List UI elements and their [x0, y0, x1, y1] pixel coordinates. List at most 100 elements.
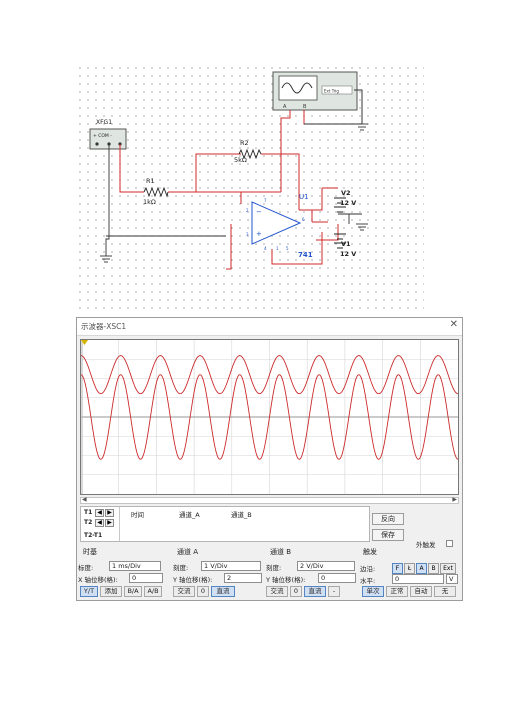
close-icon[interactable]: ✕	[449, 319, 458, 330]
channel-a-dc-button[interactable]: 直流	[211, 586, 235, 597]
pin-label-2: 2	[246, 208, 249, 213]
opamp-symbol[interactable]: − +	[251, 201, 302, 245]
r1-name: R1	[146, 177, 155, 185]
pin-label-7: 7	[264, 198, 267, 203]
channel-a-scale-label: 刻度:	[173, 564, 189, 572]
channel-a-ac-button[interactable]: 交流	[173, 586, 195, 597]
ext-trigger-checkbox[interactable]	[446, 540, 453, 547]
channel-b-scale-label: 刻度:	[266, 564, 282, 572]
trigger-title: 触发	[363, 548, 377, 556]
schematic-drawing: Ext Trig A B XFG1 + COM -	[89, 71, 368, 270]
trigger-level-label: 水平:	[360, 577, 376, 585]
channel-b-ypos-label: Y 轴位移(格):	[266, 576, 306, 584]
yt-mode-button[interactable]: Y/T	[80, 586, 98, 597]
trigger-level-unit[interactable]: V	[446, 574, 458, 584]
trigger-single-button[interactable]: 单次	[362, 586, 384, 597]
channel-b-title: 通道 B	[270, 548, 292, 556]
t2-right-button[interactable]: ▶	[105, 519, 114, 527]
r2-name: R2	[240, 139, 249, 147]
ab-mode-button[interactable]: A/B	[144, 586, 162, 597]
reverse-button[interactable]: 反向	[372, 513, 404, 525]
col-time-header: 时间	[131, 511, 144, 519]
fgen-label: XFG1	[96, 119, 112, 126]
channel-b-dc-button[interactable]: 直流	[304, 586, 326, 597]
trigger-normal-button[interactable]: 正常	[386, 586, 408, 597]
circuit-schematic: Ext Trig A B XFG1 + COM -	[76, 64, 424, 310]
t1-right-button[interactable]: ▶	[105, 509, 114, 517]
trigger-none-button[interactable]: 无	[434, 586, 456, 597]
channel-b-trace	[80, 355, 459, 395]
x-position-label: X 轴位移(格):	[78, 576, 118, 584]
trigger-source-b-button[interactable]: B	[428, 563, 439, 574]
opamp-model: 741	[298, 251, 313, 259]
horizontal-scrollbar[interactable]: ◀ ▶	[80, 496, 459, 504]
timebase-scale-label: 标度:	[78, 564, 94, 572]
channel-a-title: 通道 A	[177, 548, 199, 556]
r2-value: 5kΩ	[234, 156, 247, 164]
v2-value: 12 V	[340, 199, 356, 207]
channel-b-ypos-field[interactable]: 0	[318, 573, 356, 583]
measurement-readout: T1 ◀ ▶ T2 ◀ ▶ T2-T1 时间 通道_A 通道_B	[80, 506, 370, 542]
ext-trigger-label: 外触发	[416, 541, 436, 549]
v2-battery-symbol	[334, 197, 346, 213]
ba-mode-button[interactable]: B/A	[124, 586, 142, 597]
col-channel-b-header: 通道_B	[231, 511, 252, 519]
svg-text:−: −	[256, 208, 262, 216]
channel-b-scale-field[interactable]: 2 V/Div	[297, 561, 355, 571]
t2-t1-label: T2-T1	[84, 532, 103, 539]
channel-a-scale-field[interactable]: 1 V/Div	[201, 561, 261, 571]
v1-name: V1	[341, 240, 351, 248]
channel-a-trace	[80, 374, 459, 460]
t2-label: T2	[84, 519, 93, 526]
t2-left-button[interactable]: ◀	[95, 519, 104, 527]
t1-label: T1	[84, 509, 93, 516]
scroll-right-icon[interactable]: ▶	[452, 496, 457, 503]
fgen-terminals: + COM -	[93, 133, 112, 139]
oscilloscope-window: 示波器-XSC1 ✕ ◀ ▶ T1 ◀ ▶ T2 ◀ ▶ T2-T1 时间 通道…	[76, 317, 463, 601]
timebase-scale-field[interactable]: 1 ms/Div	[109, 561, 161, 571]
window-title-bar[interactable]: 示波器-XSC1 ✕	[77, 318, 462, 336]
trigger-rising-edge-button[interactable]: F	[392, 563, 403, 574]
channel-b-ac-button[interactable]: 交流	[266, 586, 288, 597]
r1-resistor	[143, 186, 169, 198]
scope-display	[80, 339, 459, 495]
col-channel-a-header: 通道_A	[179, 511, 200, 519]
pin-label-5: 5	[286, 246, 289, 251]
r1-value: 1kΩ	[143, 198, 156, 206]
trigger-edge-label: 边沿:	[360, 565, 376, 573]
channel-a-ypos-label: Y 轴位移(格):	[173, 576, 213, 584]
scope-channel-a-label: A	[283, 104, 287, 110]
v1-battery-symbol	[334, 233, 346, 249]
opamp-name: U1	[299, 193, 309, 201]
add-mode-button[interactable]: 添加	[100, 586, 122, 597]
x-position-field[interactable]: 0	[129, 573, 163, 583]
window-title: 示波器-XSC1	[81, 322, 127, 331]
save-button[interactable]: 保存	[372, 529, 404, 541]
pin-label-4: 4	[264, 246, 267, 251]
scope-ext-label: Ext Trig	[324, 89, 339, 94]
pin-label-3: 3	[246, 232, 249, 237]
trigger-auto-button[interactable]: 自动	[410, 586, 432, 597]
trigger-source-a-button[interactable]: A	[416, 563, 427, 574]
scope-traces	[80, 340, 459, 494]
pin-label-6: 6	[302, 217, 305, 222]
trigger-source-ext-button[interactable]: Ext	[440, 563, 456, 574]
v2-name: V2	[341, 189, 351, 197]
channel-b-minus-button[interactable]: -	[328, 586, 340, 597]
pin-label-1: 1	[276, 246, 279, 251]
function-generator-instrument[interactable]: XFG1 + COM -	[89, 119, 127, 150]
channel-a-ypos-field[interactable]: 2	[224, 573, 262, 583]
trigger-level-field[interactable]: 0	[392, 574, 444, 584]
trigger-marker-icon	[81, 340, 88, 345]
r2-resistor	[238, 148, 262, 160]
trigger-falling-edge-button[interactable]: Ł	[404, 563, 415, 574]
svg-text:+: +	[256, 230, 262, 238]
scope-channel-b-label: B	[303, 104, 307, 110]
oscilloscope-instrument[interactable]: Ext Trig A B	[272, 71, 358, 111]
channel-a-zero-button[interactable]: 0	[197, 586, 209, 597]
v1-value: 12 V	[340, 250, 356, 258]
channel-b-zero-button[interactable]: 0	[290, 586, 302, 597]
readout-divider	[119, 507, 120, 541]
scroll-left-icon[interactable]: ◀	[82, 496, 87, 503]
t1-left-button[interactable]: ◀	[95, 509, 104, 517]
